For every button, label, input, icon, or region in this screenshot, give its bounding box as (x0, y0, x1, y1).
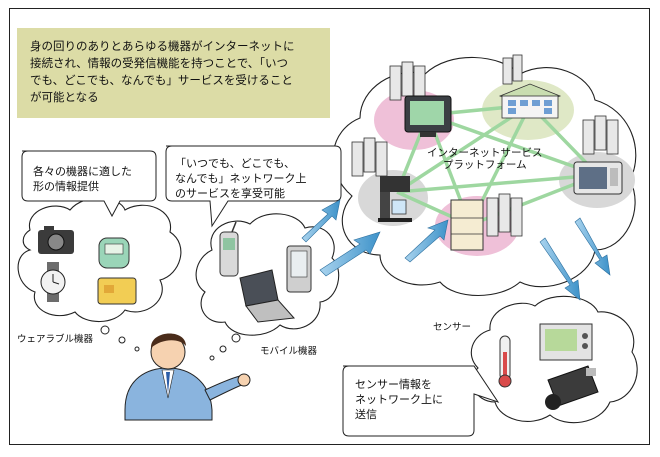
intro-text: 身の回りのありとあらゆる機器がインターネットに 接続され、情報の受発信機能を持つ… (30, 39, 295, 104)
thermometer-icon (498, 335, 512, 388)
sensor-monitor-icon (539, 323, 593, 361)
tv-icon (404, 95, 452, 137)
thought-dot (118, 336, 126, 344)
pedometer-icon (98, 237, 130, 269)
ic-card-icon (97, 277, 137, 305)
thought-dot (231, 333, 241, 343)
camera-icon (38, 226, 74, 254)
server-rack-icon (351, 54, 619, 237)
building-icon (498, 83, 562, 119)
bubble-sensor-shape (342, 365, 500, 437)
security-camera-icon (545, 365, 599, 410)
intro-box (17, 28, 330, 118)
microwave-icon (573, 161, 623, 195)
bubble-wearable-text: 各々の機器に適した 形の情報提供 (33, 165, 132, 193)
thought-dot (100, 325, 110, 335)
pda-icon (286, 245, 312, 293)
thought-dot (134, 346, 140, 352)
thought-dot (219, 345, 227, 353)
fridge-icon (450, 199, 484, 251)
bubble-mobile-text: 「いつでも、どこでも、 なんでも」ネットワーク上 のサービスを享受可能 (175, 157, 307, 200)
bubble-sensor-text: センサー情報を ネットワーク上に 送信 (355, 378, 443, 421)
sensor-label: センサー (433, 322, 472, 333)
bubble-wearable-shape (21, 150, 157, 218)
laptop-icon (239, 269, 296, 323)
businessman-figure (124, 333, 251, 421)
coffee-maker-icon (378, 176, 412, 222)
wristwatch-icon (40, 262, 66, 302)
mobile-phone-icon (219, 221, 239, 277)
thought-dot (209, 355, 215, 361)
wireless-arrows (301, 199, 611, 301)
platform-label: インターネットサービス プラットフォーム (427, 147, 543, 171)
wearable-label: ウェアラブル機器 (17, 334, 94, 345)
bubble-mobile-shape (165, 145, 342, 228)
mobile-label: モバイル機器 (260, 346, 318, 357)
